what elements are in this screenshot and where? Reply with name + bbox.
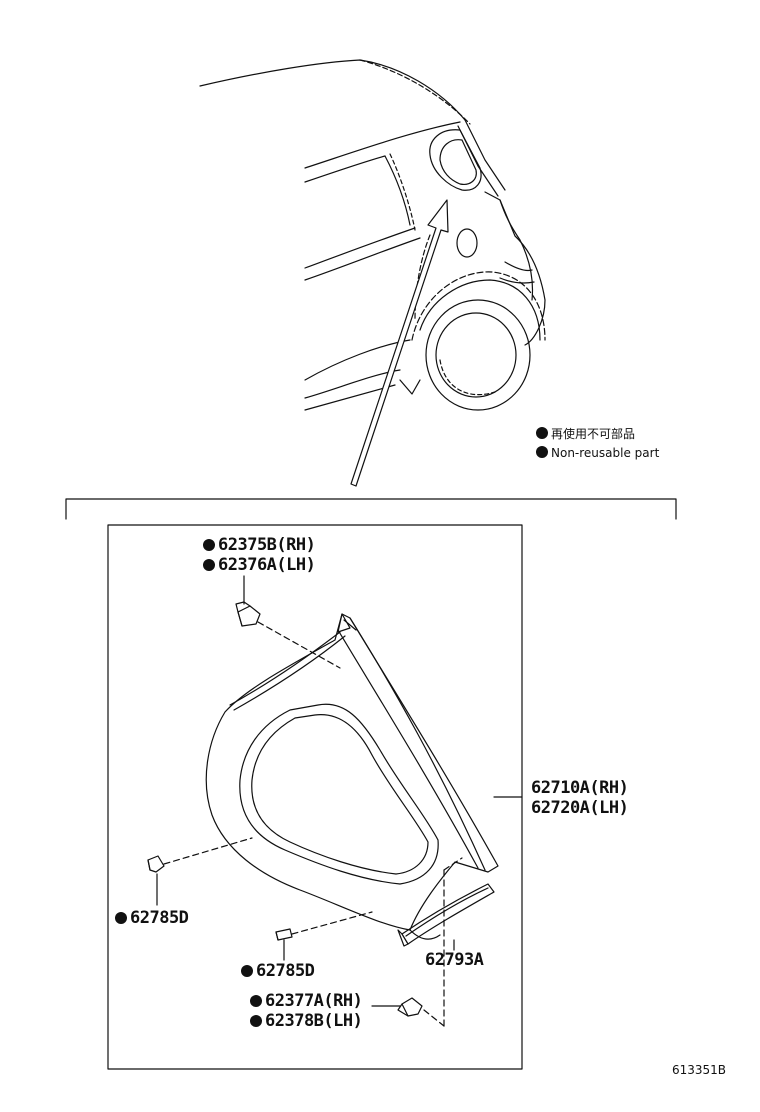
pad-part: [397, 883, 495, 947]
part-label-62376a: 62376A(LH): [203, 555, 316, 575]
part-label-62785d-center: 62785D: [241, 961, 315, 981]
non-reusable-dot-icon: [536, 427, 548, 439]
non-reusable-dot-icon: [241, 965, 253, 977]
part-label-62375b: 62375B(RH): [203, 535, 316, 555]
non-reusable-dot-icon: [536, 446, 548, 458]
non-reusable-dot-icon: [250, 995, 262, 1007]
non-reusable-dot-icon: [250, 1015, 262, 1027]
leader-lines: [156, 575, 523, 1007]
frame-bracket: [65, 498, 677, 520]
vehicle-rear-view: [199, 59, 546, 411]
part-label-62793a: 62793A: [425, 950, 484, 970]
assembly-lines: [163, 621, 463, 1027]
clip-left: [147, 855, 165, 873]
upper-retainer-clip: [235, 601, 261, 627]
non-reusable-dot-icon: [115, 912, 127, 924]
quarter-garnish: [205, 613, 499, 940]
reference-code: 613351B: [672, 1063, 727, 1077]
detail-box: [107, 524, 523, 1070]
legend-line-2: Non-reusable part: [536, 445, 659, 461]
part-label-62378b: 62378B(LH): [250, 1011, 363, 1031]
part-label-62720a: 62720A(LH): [531, 798, 629, 818]
part-label-62710a: 62710A(RH): [531, 778, 629, 798]
part-label-62785d-left: 62785D: [115, 908, 189, 928]
lower-retainer-clip: [397, 997, 423, 1017]
legend-line-1: 再使用不可部品: [536, 426, 635, 442]
clip-center: [275, 928, 293, 941]
non-reusable-dot-icon: [203, 559, 215, 571]
non-reusable-dot-icon: [203, 539, 215, 551]
part-label-62377a: 62377A(RH): [250, 991, 363, 1011]
location-arrow: [350, 199, 449, 487]
